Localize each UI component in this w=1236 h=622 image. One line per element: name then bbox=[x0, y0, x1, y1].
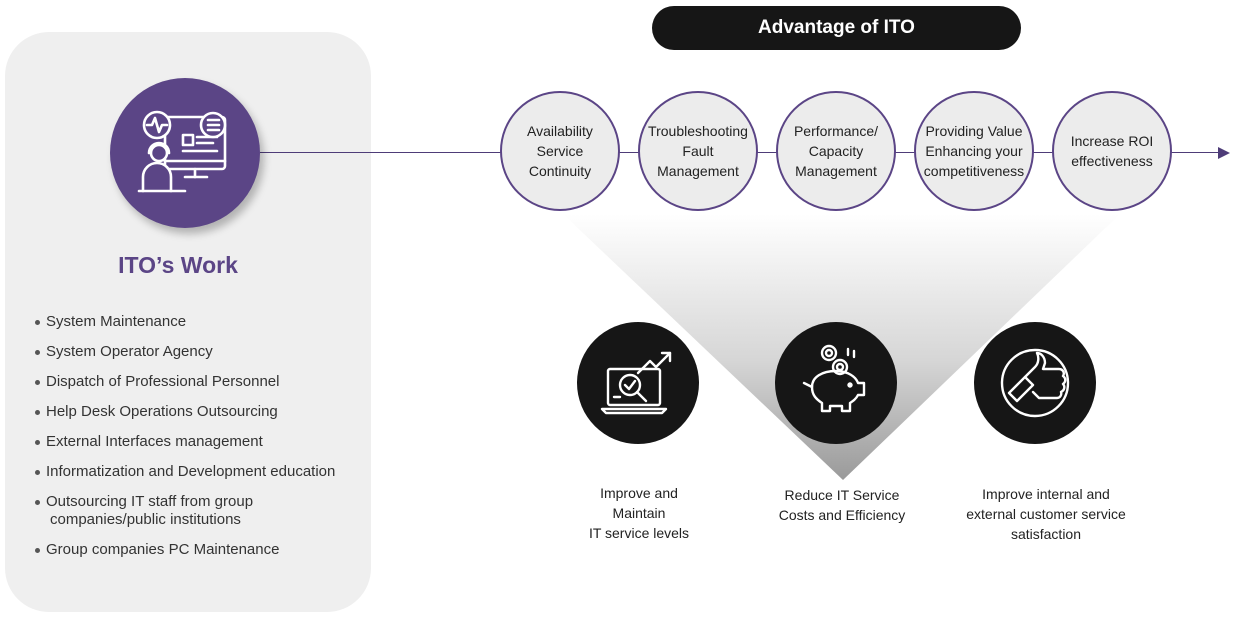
advantage-header: Advantage of ITO bbox=[652, 6, 1021, 50]
laptop-search-growth-icon bbox=[577, 322, 699, 444]
arrow-right-icon bbox=[1218, 147, 1230, 159]
list-item: Dispatch of Professional Personnel bbox=[34, 373, 376, 391]
list-item: Informatization and Development educatio… bbox=[34, 463, 376, 481]
ito-work-list: System Maintenance System Operator Agenc… bbox=[34, 313, 376, 571]
list-item: Group companies PC Maintenance bbox=[34, 541, 376, 559]
piggy-bank-coins-icon bbox=[775, 322, 897, 444]
ito-work-title: ITO’s Work bbox=[118, 252, 238, 278]
list-item: System Maintenance bbox=[34, 313, 376, 331]
thumbs-up-icon bbox=[974, 322, 1096, 444]
list-item: System Operator Agency bbox=[34, 343, 376, 361]
operator-monitor-icon bbox=[110, 78, 260, 228]
list-item: External Interfaces management bbox=[34, 433, 376, 451]
list-item: Help Desk Operations Outsourcing bbox=[34, 403, 376, 421]
